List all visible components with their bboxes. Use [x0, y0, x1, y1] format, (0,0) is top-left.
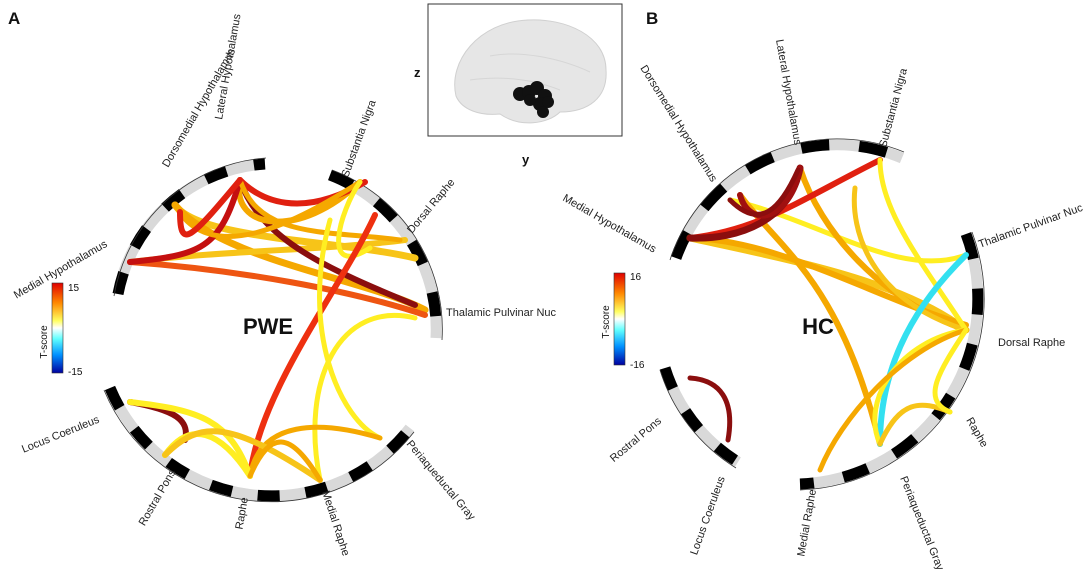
label-b-raphe: Raphe — [963, 416, 990, 450]
panel-a-colorbar: 15 -15 T-score — [39, 282, 83, 378]
label-b-thalamic-pulvinar: Thalamic Pulvinar Nuc — [977, 202, 1084, 251]
panel-b-letter: B — [646, 9, 658, 28]
brain-inset: z y — [414, 3, 623, 167]
brain-z-axis-label: z — [414, 65, 421, 80]
colorbar-a-max: 15 — [68, 283, 80, 294]
label-a-locus-coeruleus: Locus Coeruleus — [20, 413, 101, 455]
panel-a-connections — [127, 177, 429, 483]
label-a-substantia-nigra: Substantia Nigra — [340, 98, 379, 179]
label-b-lateral-hypothalamus: Lateral Hypothalamus — [773, 38, 803, 146]
colorbar-a-label: T-score — [39, 325, 50, 359]
brain-nuclei-markers — [513, 81, 554, 118]
label-b-substantia-nigra: Substantia Nigra — [877, 66, 910, 149]
panel-b-ring — [659, 138, 985, 491]
label-a-thalamic-pulvinar: Thalamic Pulvinar Nuc — [446, 307, 557, 319]
label-a-periaqueductal-gray: Periaqueductal Gray — [404, 438, 478, 523]
panel-a-letter: A — [8, 9, 20, 28]
label-b-dorsomedial-hypothalamus: Dorsomedial Hypothalamus — [637, 63, 719, 184]
label-a-raphe: Raphe — [234, 496, 251, 530]
label-b-rostral-pons: Rostral Pons — [608, 415, 664, 465]
label-a-medial-raphe: Medial Raphe — [319, 489, 351, 557]
label-b-medial-hypothalamus: Medial Hypothalamus — [561, 192, 659, 256]
colorbar-b-label: T-score — [601, 305, 612, 339]
label-b-medial-raphe: Medial Raphe — [795, 488, 819, 557]
brain-y-axis-label: y — [522, 152, 530, 167]
panel-a-group-label: PWE — [243, 314, 293, 339]
panel-b-group-label: HC — [802, 314, 834, 339]
label-b-periaqueductal-gray: Periaqueductal Gray — [897, 475, 946, 571]
panel-b-connections — [686, 157, 970, 473]
colorbar-b-min: -16 — [630, 360, 645, 371]
panel-b-labels: Lateral Hypothalamus Dorsomedial Hypotha… — [561, 38, 1084, 571]
label-a-dorsal-raphe: Dorsal Raphe — [405, 177, 457, 236]
colorbar-b-max: 16 — [630, 272, 642, 283]
label-a-rostral-pons: Rostral Pons — [137, 467, 179, 528]
colorbar-a-min: -15 — [68, 367, 83, 378]
panel-b-colorbar: 16 -16 T-score — [601, 272, 645, 371]
label-b-dorsal-raphe: Dorsal Raphe — [998, 337, 1065, 349]
label-b-locus-coeruleus: Locus Coeruleus — [688, 474, 728, 556]
